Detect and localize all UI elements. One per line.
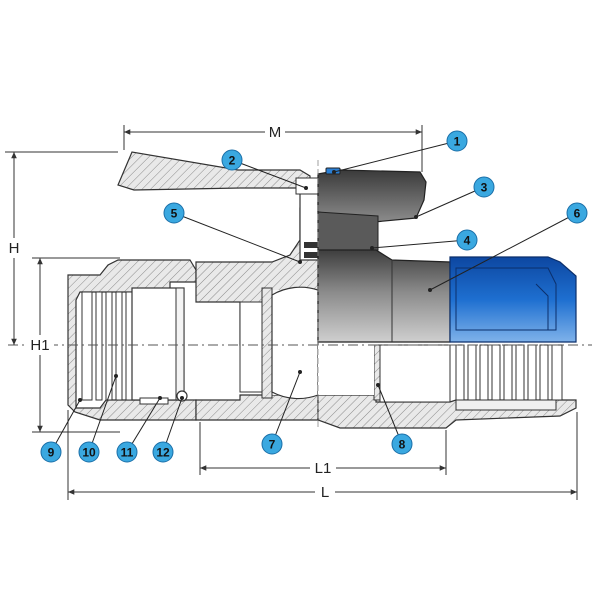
svg-text:1: 1 <box>454 135 461 149</box>
svg-text:7: 7 <box>269 438 276 452</box>
callout-4: 4 <box>456 229 478 251</box>
svg-text:5: 5 <box>171 207 178 221</box>
callout-1: 1 <box>446 130 468 152</box>
svg-text:9: 9 <box>48 446 55 460</box>
callout-6: 6 <box>566 202 588 224</box>
svg-text:8: 8 <box>399 438 406 452</box>
callout-3: 3 <box>473 176 495 198</box>
dimension-h1-label: H1 <box>30 337 49 354</box>
left-nut-threads <box>81 291 133 401</box>
callout-12: 12 <box>152 441 174 463</box>
leader-dots <box>78 170 432 402</box>
callout-11: 11 <box>116 441 138 463</box>
svg-text:12: 12 <box>156 446 170 460</box>
exterior-view <box>317 167 577 429</box>
svg-text:10: 10 <box>82 446 96 460</box>
callout-9: 9 <box>40 441 62 463</box>
svg-text:6: 6 <box>574 207 581 221</box>
compression-nut-blue <box>449 256 577 343</box>
dimension-l-label: L <box>321 484 329 501</box>
callout-10: 10 <box>78 441 100 463</box>
dimension-h-label: H <box>9 240 20 257</box>
section-view <box>67 151 319 421</box>
callout-5: 5 <box>163 202 185 224</box>
callout-7: 7 <box>261 433 283 455</box>
svg-text:11: 11 <box>121 446 134 460</box>
right-seat-ring <box>373 344 381 401</box>
ball <box>271 286 319 400</box>
dimension-l1-label: L1 <box>315 460 332 477</box>
dimension-m-label: M <box>269 124 282 141</box>
handle-section <box>117 151 311 191</box>
valve-body <box>317 249 451 343</box>
svg-text:2: 2 <box>229 154 236 168</box>
left-inner-sleeve <box>131 287 185 401</box>
svg-text:3: 3 <box>481 181 488 195</box>
svg-text:4: 4 <box>464 234 471 248</box>
callout-2: 2 <box>221 149 243 171</box>
right-nut-threads <box>455 344 563 401</box>
leader-lines <box>50 140 578 453</box>
callout-8: 8 <box>391 433 413 455</box>
left-seat-ring <box>261 287 273 399</box>
